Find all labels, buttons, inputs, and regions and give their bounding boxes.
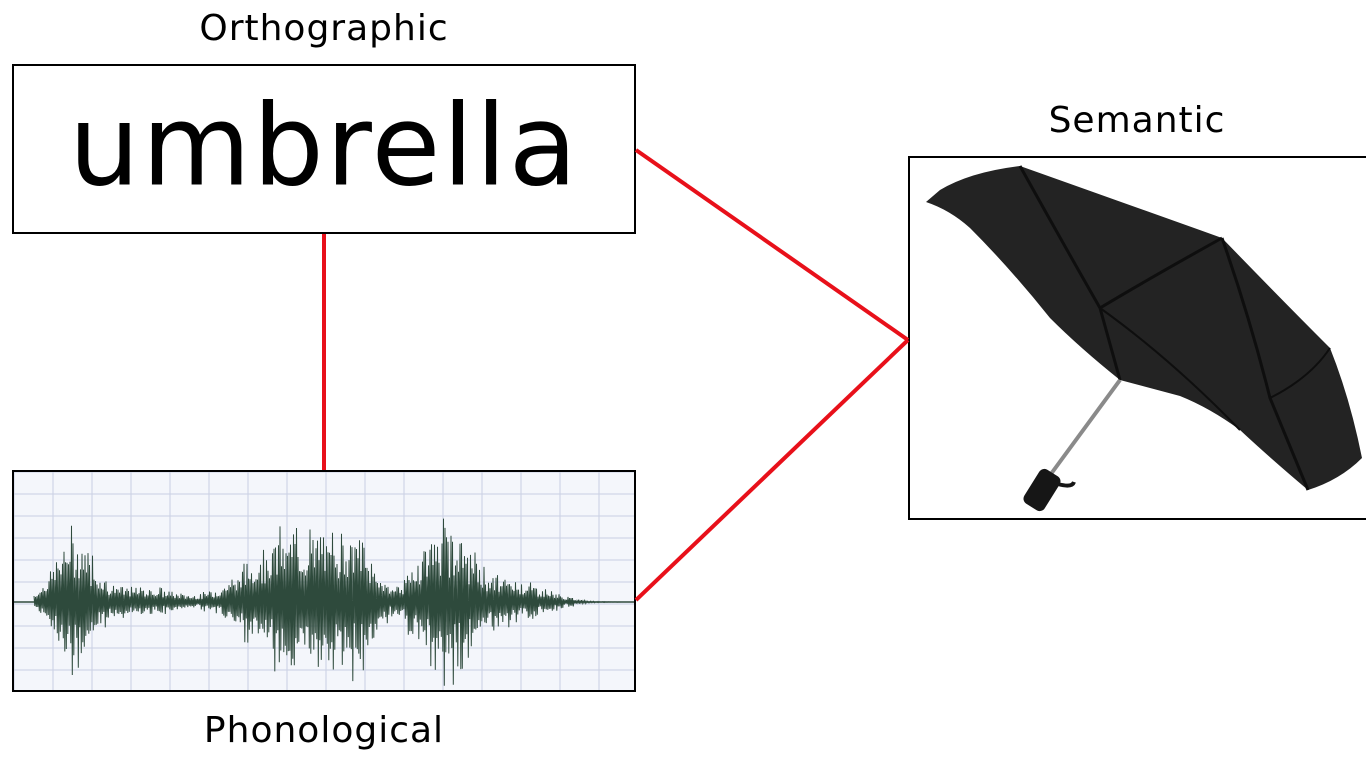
link-orthographic-semantic — [634, 148, 910, 342]
waveform-image — [14, 472, 634, 690]
umbrella-image — [926, 165, 1362, 512]
phonological-waveform-box — [12, 470, 636, 692]
umbrella-shaft — [1046, 378, 1122, 480]
umbrella-canopy — [926, 166, 1362, 490]
orthographic-word: umbrella — [68, 81, 580, 212]
waveform-trace — [33, 518, 634, 686]
phonological-label: Phonological — [203, 710, 445, 751]
link-phonological-semantic — [634, 338, 910, 602]
orthographic-label: Orthographic — [199, 8, 449, 49]
semantic-image-box — [908, 156, 1366, 520]
orthographic-box: umbrella — [12, 64, 636, 234]
umbrella-handle — [1023, 468, 1061, 512]
waveform-grid — [14, 472, 634, 690]
semantic-label: Semantic — [1048, 100, 1226, 141]
